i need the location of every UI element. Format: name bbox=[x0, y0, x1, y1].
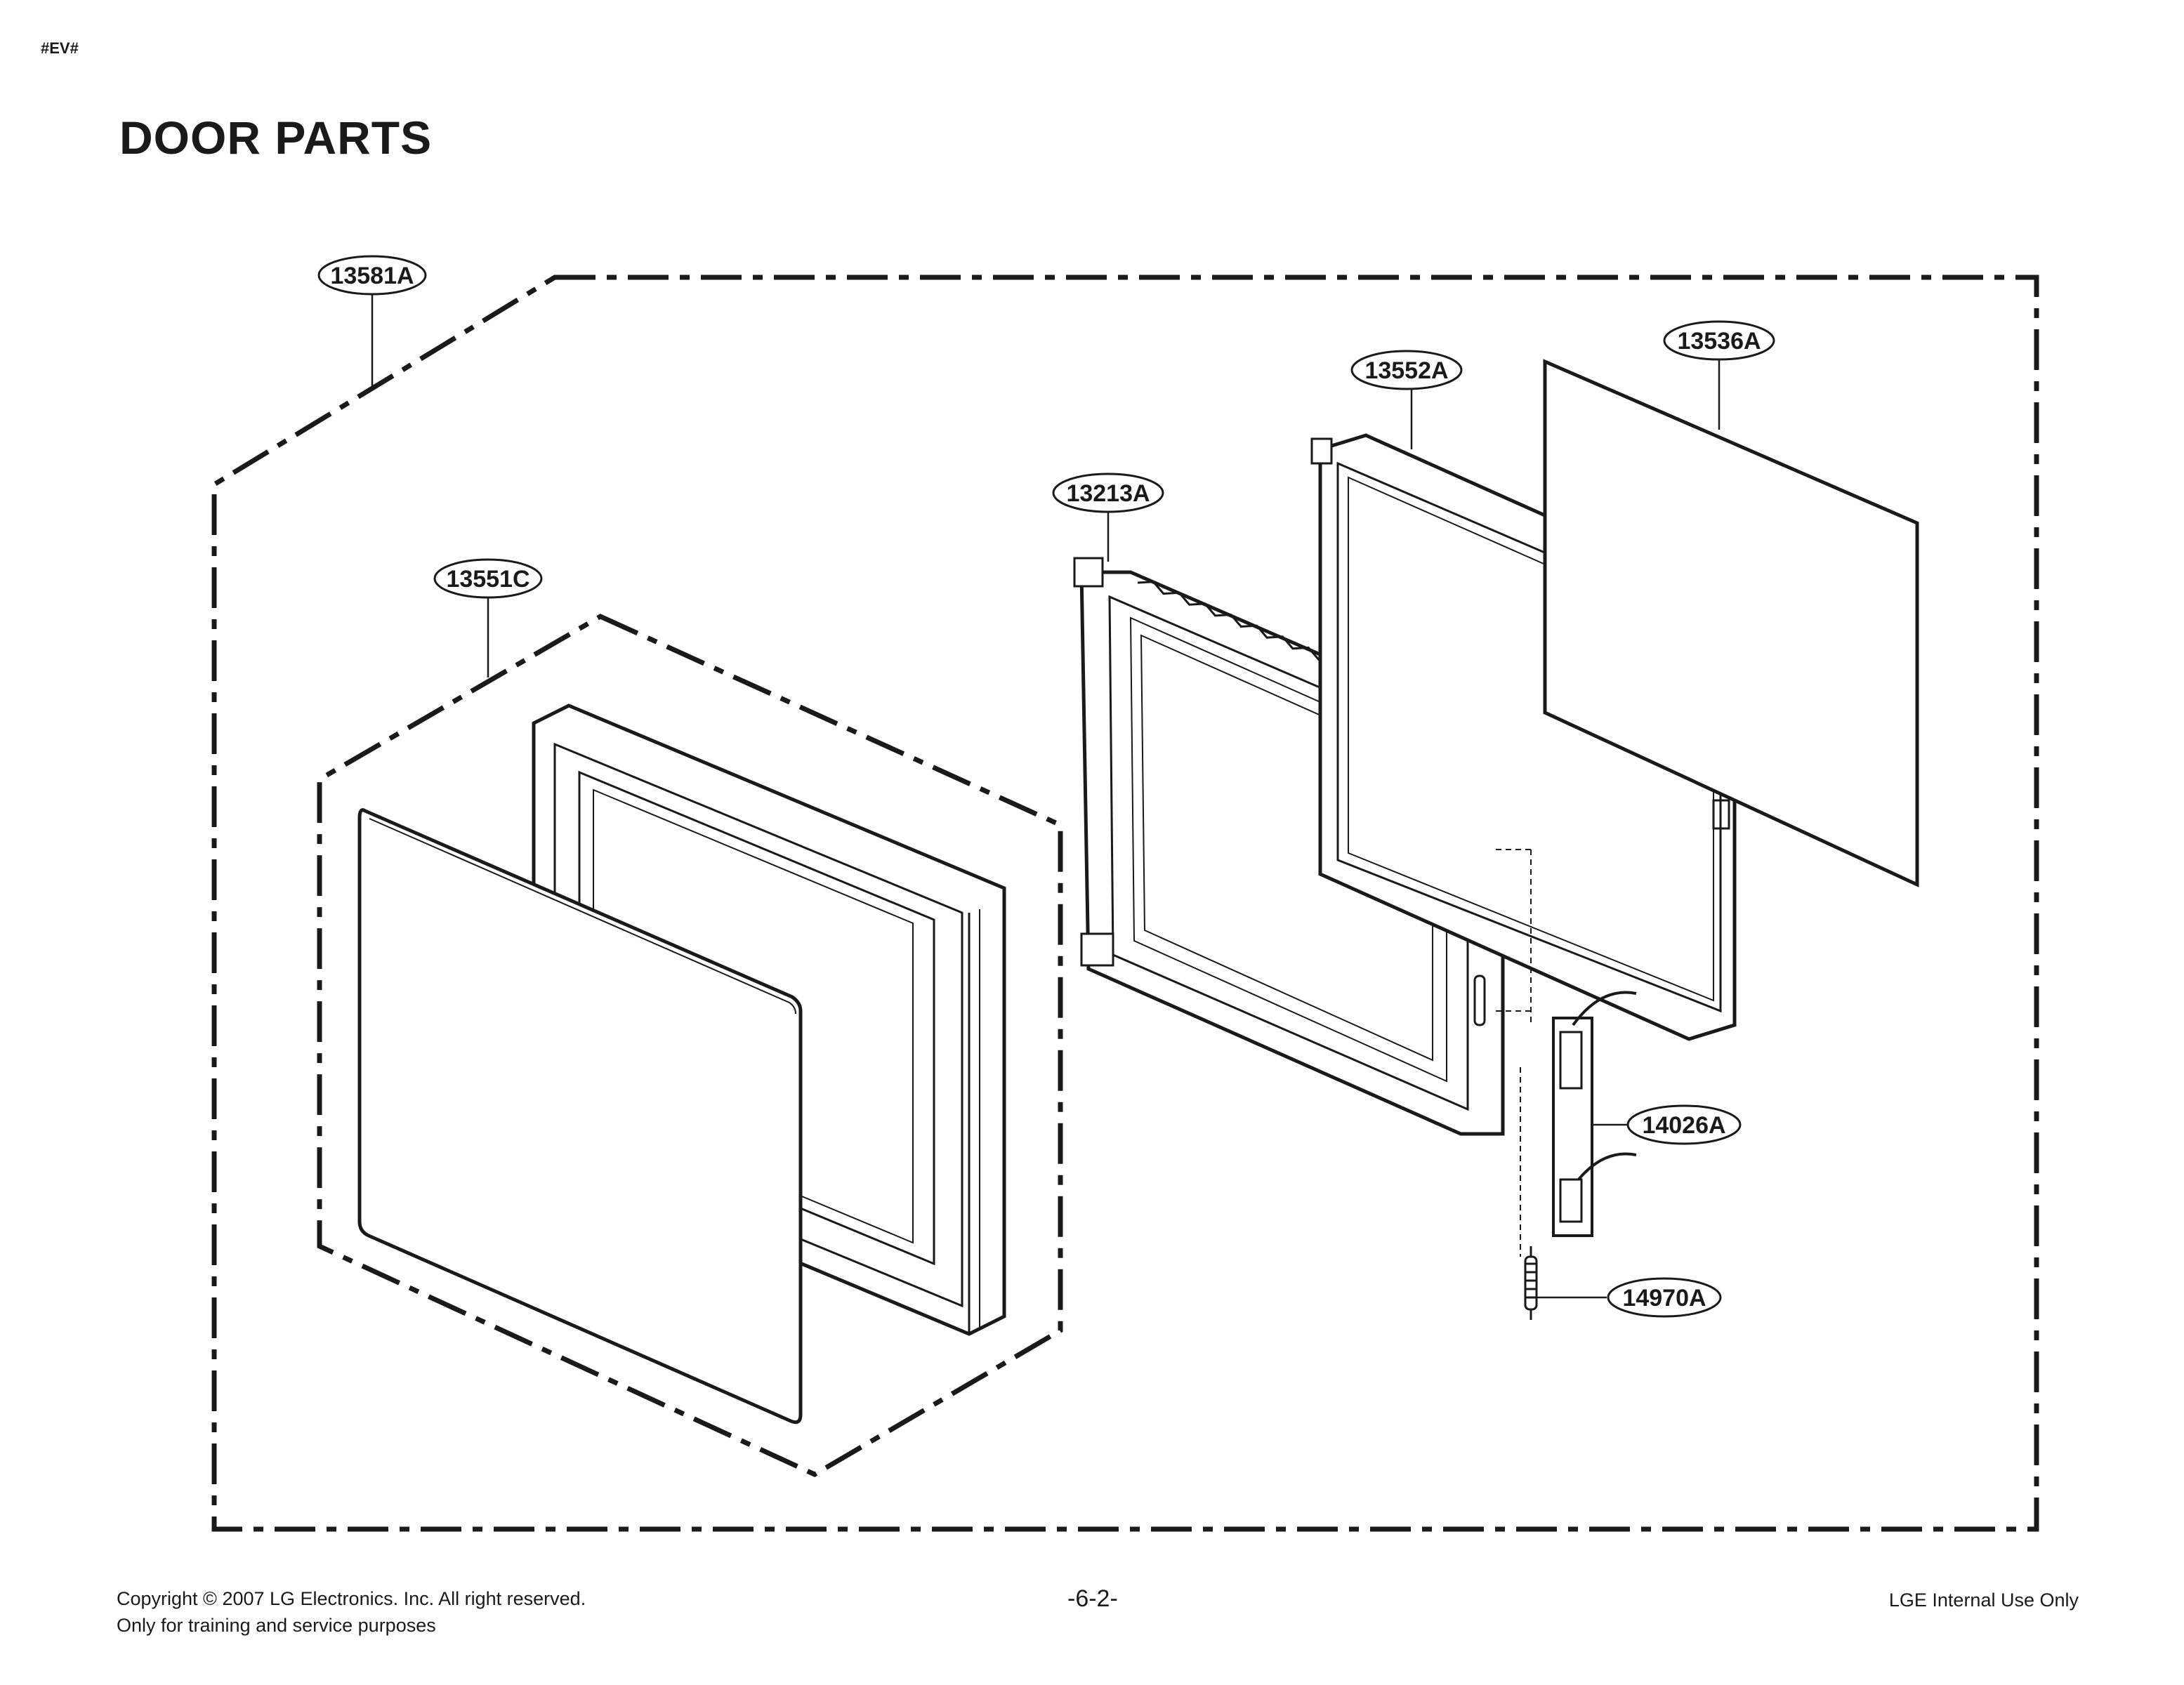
footer-internal-use: LGE Internal Use Only bbox=[1888, 1590, 2079, 1611]
door-screen-13536A bbox=[1543, 359, 1919, 887]
callout-14970A: 14970A bbox=[1607, 1277, 1722, 1318]
svg-text:14026A: 14026A bbox=[1642, 1112, 1725, 1139]
callout-13551C: 13551C bbox=[433, 558, 543, 599]
svg-text:13581A: 13581A bbox=[330, 263, 414, 289]
svg-text:13536A: 13536A bbox=[1677, 328, 1761, 355]
callout-13552A: 13552A bbox=[1350, 350, 1463, 390]
svg-text:13551C: 13551C bbox=[446, 566, 529, 593]
callout-leaders bbox=[371, 292, 1721, 1299]
callout-13581A: 13581A bbox=[317, 255, 427, 296]
door-assembly-boundary-13551C bbox=[317, 614, 1063, 1477]
svg-text:14970A: 14970A bbox=[1622, 1285, 1706, 1311]
door-front-panel bbox=[357, 808, 803, 1425]
page-number: -6-2- bbox=[1067, 1585, 1118, 1612]
latch-spring-14970A bbox=[1524, 1246, 1538, 1320]
door-latch-14026A bbox=[1496, 849, 1637, 1257]
svg-text:13213A: 13213A bbox=[1066, 480, 1150, 507]
page-title: DOOR PARTS bbox=[119, 112, 433, 164]
svg-text:13552A: 13552A bbox=[1364, 357, 1448, 384]
callout-13213A: 13213A bbox=[1052, 473, 1164, 513]
footer-copyright: Copyright © 2007 LG Electronics. Inc. Al… bbox=[117, 1588, 586, 1609]
callout-13536A: 13536A bbox=[1663, 320, 1775, 361]
callout-14026A: 14026A bbox=[1626, 1104, 1742, 1145]
document-code-tag: #EV# bbox=[41, 39, 79, 57]
footer-training-note: Only for training and service purposes bbox=[117, 1615, 436, 1636]
